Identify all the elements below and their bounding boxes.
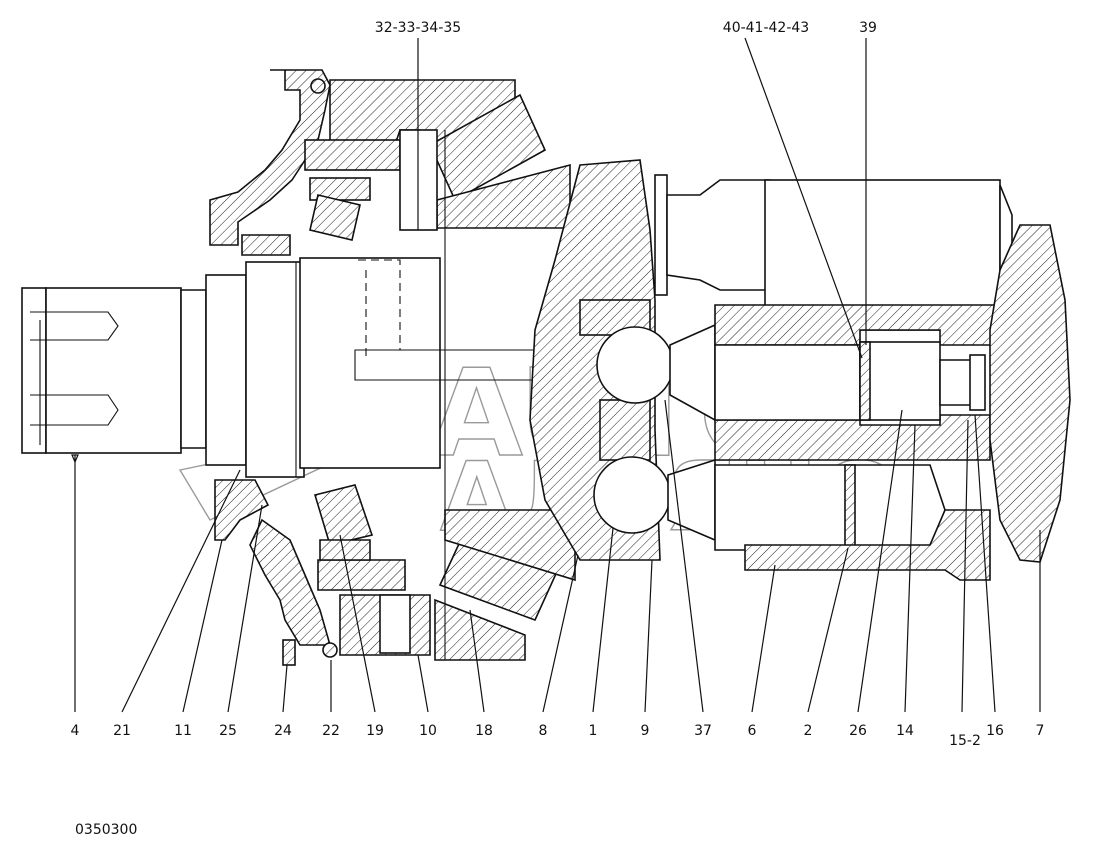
callout-25: 25 [219,723,237,739]
output-shaft [21,261,305,478]
leader-lines [71,399,1041,713]
callout-14: 14 [896,723,914,739]
callout-32-33-34-35: 32-33-34-35 [375,20,461,36]
callout-7: 7 [1036,723,1045,739]
inner-shaft [299,130,601,660]
callout-21: 21 [113,723,131,739]
bottom-callouts: 4 21 11 25 24 22 19 10 18 8 1 9 37 6 2 2… [71,723,1045,749]
callout-2: 2 [804,723,813,739]
rear-housing [214,479,576,666]
callout-4: 4 [71,723,80,739]
callout-39: 39 [859,20,877,36]
callout-6: 6 [748,723,757,739]
callout-26: 26 [849,723,867,739]
callout-8: 8 [539,723,548,739]
callout-10: 10 [419,723,437,739]
callout-16: 16 [986,723,1004,739]
callout-9: 9 [641,723,650,739]
top-leader-lines [417,37,867,359]
callout-19: 19 [366,723,384,739]
drawing-number: 0350300 [75,822,137,838]
callout-18: 18 [475,723,493,739]
cylinder-block [714,179,1071,581]
callout-1: 1 [589,723,598,739]
callout-22: 22 [322,723,340,739]
callout-24: 24 [274,723,292,739]
top-callouts: 32-33-34-35 40-41-42-43 39 [375,20,877,36]
callout-40-41-42-43: 40-41-42-43 [723,20,809,36]
callout-37: 37 [694,723,712,739]
front-housing [209,69,571,256]
callout-11: 11 [174,723,192,739]
callout-15-2: 15-2 [949,733,981,749]
